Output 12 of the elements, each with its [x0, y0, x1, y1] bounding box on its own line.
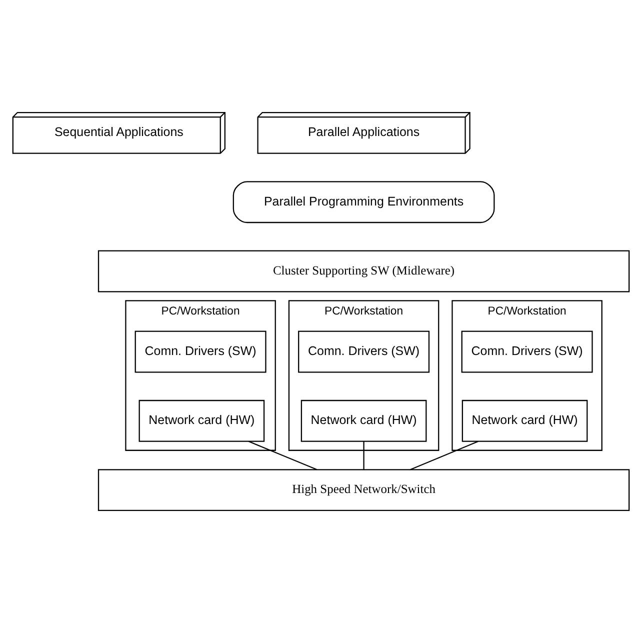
connector	[248, 440, 318, 470]
node-box: Comn. Drivers (SW)	[298, 330, 430, 373]
connector	[363, 441, 364, 470]
node-box: Network card (HW)	[138, 400, 265, 442]
connector	[410, 440, 478, 470]
node-box: Parallel Programming Environments	[232, 181, 495, 224]
node-box: Network card (HW)	[462, 400, 588, 442]
node-box: Comn. Drivers (SW)	[461, 330, 593, 373]
node-box: Comn. Drivers (SW)	[134, 330, 266, 373]
node-box: Cluster Supporting SW (Midleware)	[98, 250, 630, 292]
node-box: High Speed Network/Switch	[98, 469, 630, 512]
node-box: Network card (HW)	[300, 400, 427, 442]
